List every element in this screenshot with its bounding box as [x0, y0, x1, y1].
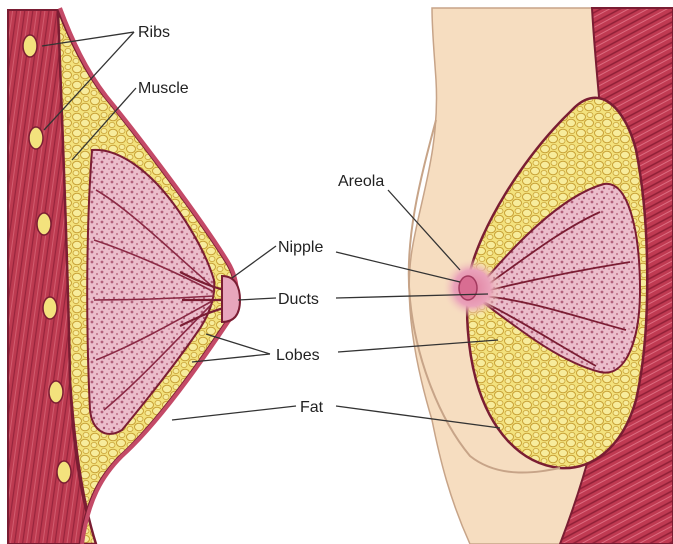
glandular-lobes	[87, 150, 214, 434]
label-nipple: Nipple	[278, 239, 323, 256]
cross-section-view	[8, 8, 240, 544]
nipple	[459, 276, 477, 300]
label-ducts: Ducts	[278, 291, 319, 308]
label-areola: Areola	[338, 173, 384, 190]
label-muscle: Muscle	[138, 80, 189, 97]
label-lobes: Lobes	[276, 347, 320, 364]
cutaway-view	[409, 8, 673, 544]
label-ribs: Ribs	[138, 24, 170, 41]
label-fat: Fat	[300, 399, 324, 416]
